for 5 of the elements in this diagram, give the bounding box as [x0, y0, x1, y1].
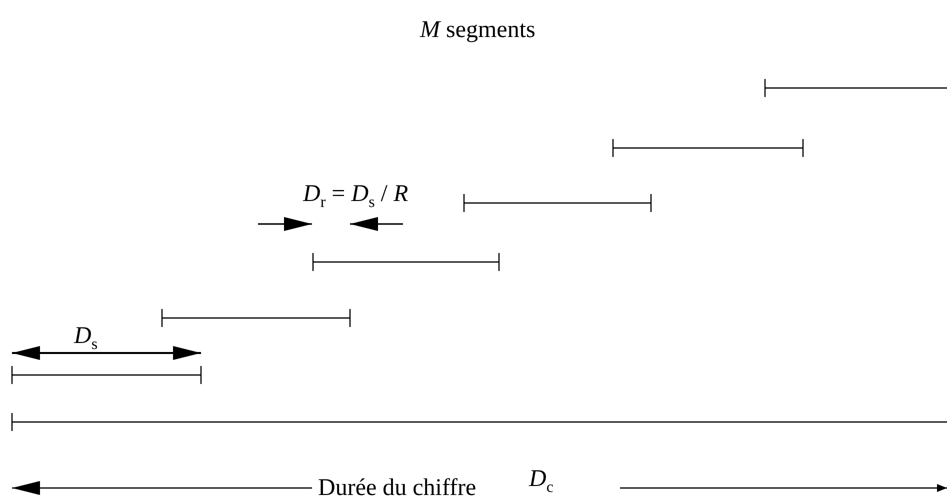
dimension-label: D$_{s}$ [74, 322, 98, 355]
formula-label: D$_{r}$ = D$_{s}$ / R [303, 180, 408, 213]
title: M segments [420, 16, 536, 44]
dimension-label: D$_{c}$ [529, 465, 554, 498]
dimension-label: Durée du chiffre [318, 474, 476, 502]
